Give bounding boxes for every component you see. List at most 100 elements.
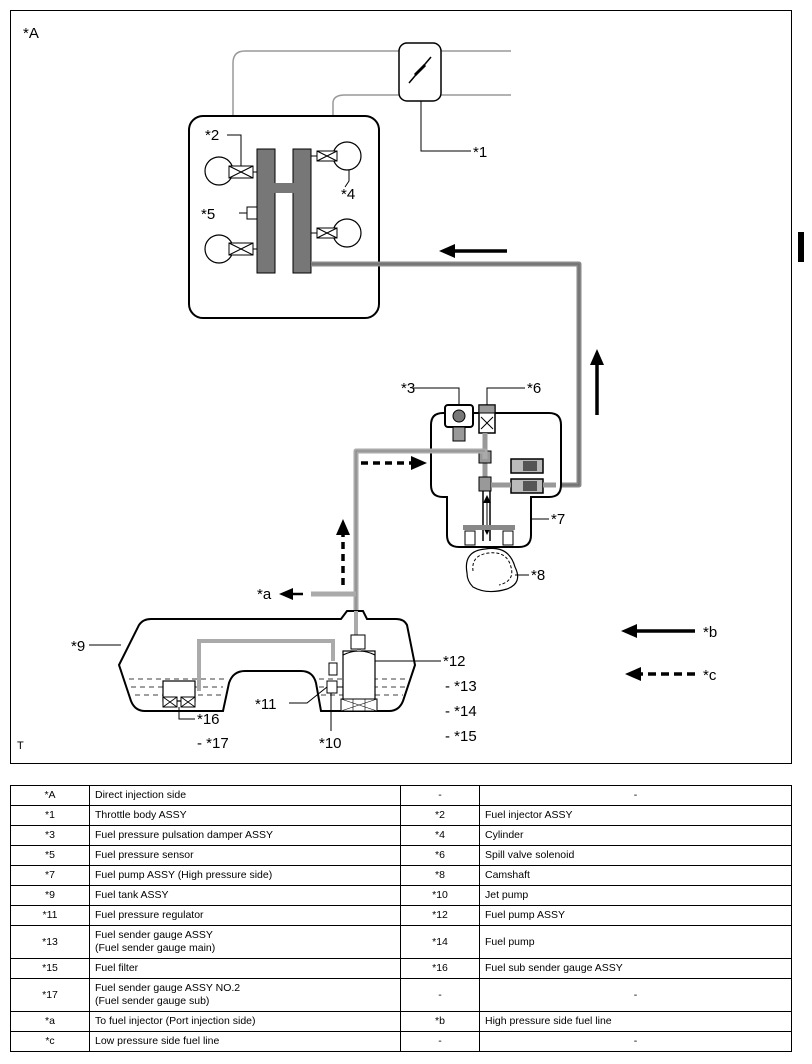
legend-text: Fuel sender gauge ASSY NO.2 [95,982,241,994]
legend-cell-code2: - [400,1031,480,1052]
legend-cell-desc2: Fuel pump [479,925,792,959]
callout-11: *11 [255,696,276,713]
legend-cell-code2: *14 [400,925,480,959]
fuel-system-diagram: *A *1 [10,10,792,764]
legend-cell-desc1: Fuel pressure regulator [89,905,401,926]
callout-a: *a [257,586,272,603]
legend-text: Jet pump [485,889,529,901]
high-pressure-pump [413,387,562,548]
legend-text: Spill valve solenoid [485,849,575,861]
legend-text: Fuel pump ASSY (High pressure side) [95,869,273,881]
camshaft [465,547,529,593]
legend-cell-code2: *2 [400,805,480,826]
legend-text: Fuel injector ASSY [485,809,573,821]
legend-cell-desc2: - [479,1031,792,1052]
legend-cell-desc2: Fuel sub sender gauge ASSY [479,958,792,979]
callout-4: *4 [341,186,355,203]
legend-cell-code2: *16 [400,958,480,979]
legend-cell-code1: *13 [10,925,90,959]
legend-cell-desc2: Fuel injector ASSY [479,805,792,826]
legend-cell-code2: - [400,978,480,1012]
legend-cell-desc1: Fuel pump ASSY (High pressure side) [89,865,401,886]
callout-13: - *13 [445,678,477,695]
legend-row: *17 Fuel sender gauge ASSY NO.2(Fuel send… [10,978,792,1012]
high-pressure-flow-arrows [439,244,604,415]
callout-16: *16 [197,711,220,728]
legend-cell-desc2: - [479,785,792,806]
legend-text: Fuel pump ASSY [485,909,565,921]
callout-6: *6 [527,380,541,397]
callout-7: *7 [551,511,565,528]
legend-cell-code2: *b [400,1011,480,1032]
legend-cell-desc2: High pressure side fuel line [479,1011,792,1032]
callout-14: - *14 [445,703,477,720]
legend-cell-desc1: Fuel tank ASSY [89,885,401,906]
legend-cell-desc2: - [479,978,792,1012]
legend-cell-code1: *17 [10,978,90,1012]
legend-text: Direct injection side [95,789,187,801]
legend-text: - [633,789,638,801]
low-pressure-line [353,448,488,611]
legend-cell-desc2: Camshaft [479,865,792,886]
legend-cell-desc1: Throttle body ASSY [89,805,401,826]
view-label: *A [23,25,39,42]
legend-text: Fuel sender gauge ASSY [95,929,213,941]
callout-12: *12 [443,653,466,670]
legend-cell-code2: - [400,785,480,806]
low-pressure-flow-arrows [279,456,427,600]
legend-cell-desc1: Fuel filter [89,958,401,979]
callout-b: *b [703,624,717,641]
legend-text: - [633,1035,638,1047]
callout-5: *5 [201,206,215,223]
legend-cell-code1: *11 [10,905,90,926]
legend-cell-code2: *10 [400,885,480,906]
legend-text: (Fuel sender gauge main) [95,942,216,954]
legend-cell-code2: *8 [400,865,480,886]
legend-row: *7 Fuel pump ASSY (High pressure side) *8 C… [10,865,792,886]
legend-cell-code1: *a [10,1011,90,1032]
legend-cell-code1: *7 [10,865,90,886]
legend-cell-code2: *12 [400,905,480,926]
callout-8: *8 [531,567,545,584]
legend-row: *13 Fuel sender gauge ASSY(Fuel sender ga… [10,925,792,959]
legend-text: Throttle body ASSY [95,809,187,821]
legend-text: (Fuel sender gauge sub) [95,995,210,1007]
legend-text: - [633,988,638,1001]
legend-cell-code1: *c [10,1031,90,1052]
legend-cell-desc2: Spill valve solenoid [479,845,792,866]
legend-text: Fuel sub sender gauge ASSY [485,962,623,974]
legend-cell-desc1: Direct injection side [89,785,401,806]
high-pressure-line [311,261,582,488]
diagram-canvas: *A *1 [17,25,717,752]
legend-cell-desc1: To fuel injector (Port injection side) [89,1011,401,1032]
callout-c: *c [703,667,717,684]
legend-row: *A Direct injection side - - [10,785,792,806]
legend-text: Low pressure side fuel line [95,1035,220,1047]
line-legend [621,624,695,681]
fuel-tank [89,610,441,731]
legend-cell-code1: *5 [10,845,90,866]
legend-cell-desc1: Fuel pressure sensor [89,845,401,866]
callout-15: - *15 [445,728,477,745]
legend-text: Fuel pump [485,935,535,948]
legend-text: Fuel pressure pulsation damper ASSY [95,829,274,841]
page-edge-tab [798,232,804,262]
callout-9: *9 [71,638,85,655]
legend-cell-desc2: Fuel pump ASSY [479,905,792,926]
legend-cell-desc1: Low pressure side fuel line [89,1031,401,1052]
callout-10: *10 [319,735,342,752]
callout-17: - *17 [197,735,229,752]
legend-text: Camshaft [485,869,530,881]
legend-text: Fuel pressure sensor [95,849,194,861]
legend-row: *c Low pressure side fuel line - - [10,1031,792,1052]
legend-cell-code1: *A [10,785,90,806]
legend-cell-desc2: Jet pump [479,885,792,906]
legend-text: Cylinder [485,829,524,841]
